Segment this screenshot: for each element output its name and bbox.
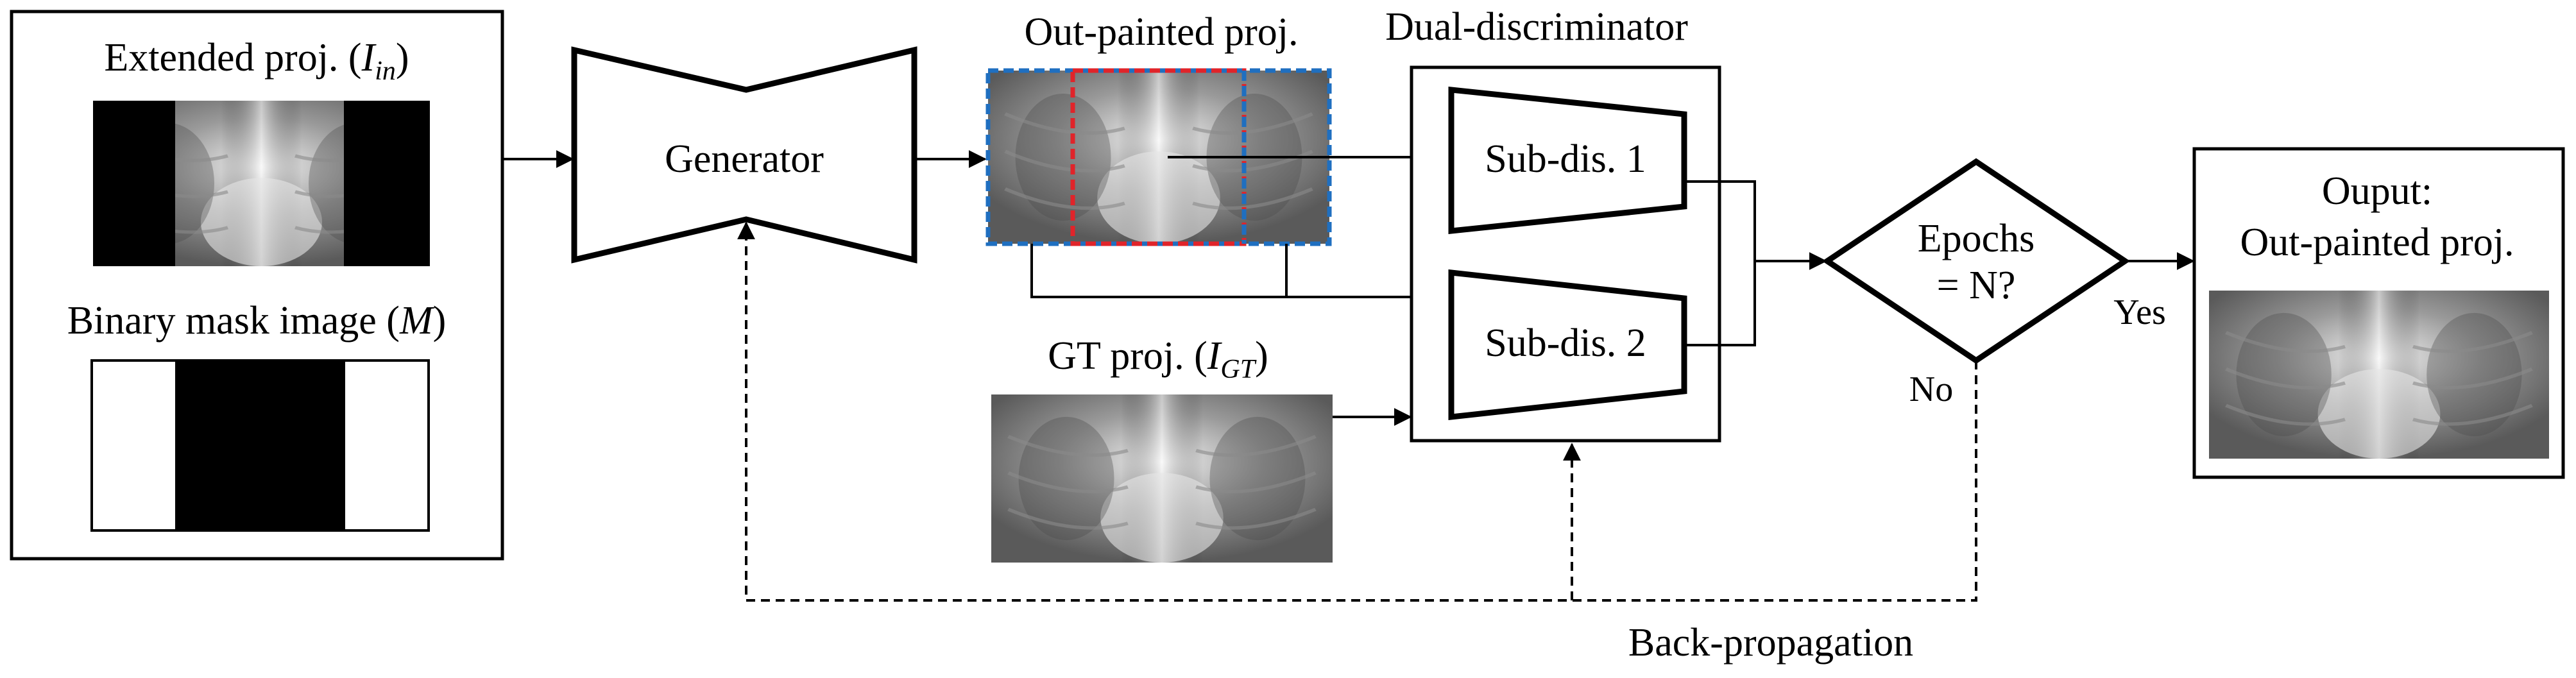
inner-region-border xyxy=(1070,68,1247,246)
gt-proj-label: GT proj. (IGT) xyxy=(1048,334,1268,384)
binary-mask-label: Binary mask image (M) xyxy=(67,299,447,343)
backprop-label: Back-propagation xyxy=(1628,621,1913,665)
generator-label: Generator xyxy=(665,137,824,181)
outpainted-label: Out-painted proj. xyxy=(1024,10,1298,54)
decision-line1: Epochs xyxy=(1918,217,2035,260)
subdis2-block xyxy=(1448,269,1687,421)
no-label: No xyxy=(1909,369,1953,409)
yes-label: Yes xyxy=(2113,292,2165,332)
gt-proj-image xyxy=(991,394,1333,563)
side-regions-connector xyxy=(1030,244,1288,298)
subdis1-block xyxy=(1448,87,1687,234)
output-line2: Out-painted proj. xyxy=(2240,221,2514,264)
subdis1-label: Sub-dis. 1 xyxy=(1485,137,1646,181)
extended-proj-image xyxy=(93,101,430,266)
epochs-decision-diamond xyxy=(1821,158,2131,364)
discriminator-merge-connector xyxy=(1684,180,1756,346)
extended-proj-label: Extended proj. (Iin) xyxy=(104,36,409,86)
generator-block xyxy=(571,46,917,264)
subdis2-label: Sub-dis. 2 xyxy=(1485,321,1646,365)
backprop-to-generator xyxy=(737,221,1977,602)
output-line1: Ouput: xyxy=(2322,169,2432,213)
output-proj-image xyxy=(2209,291,2549,459)
decision-line2: = N? xyxy=(1937,264,2016,307)
binary-mask-image xyxy=(90,359,430,532)
dual-discriminator-title: Dual-discriminator xyxy=(1385,5,1688,49)
